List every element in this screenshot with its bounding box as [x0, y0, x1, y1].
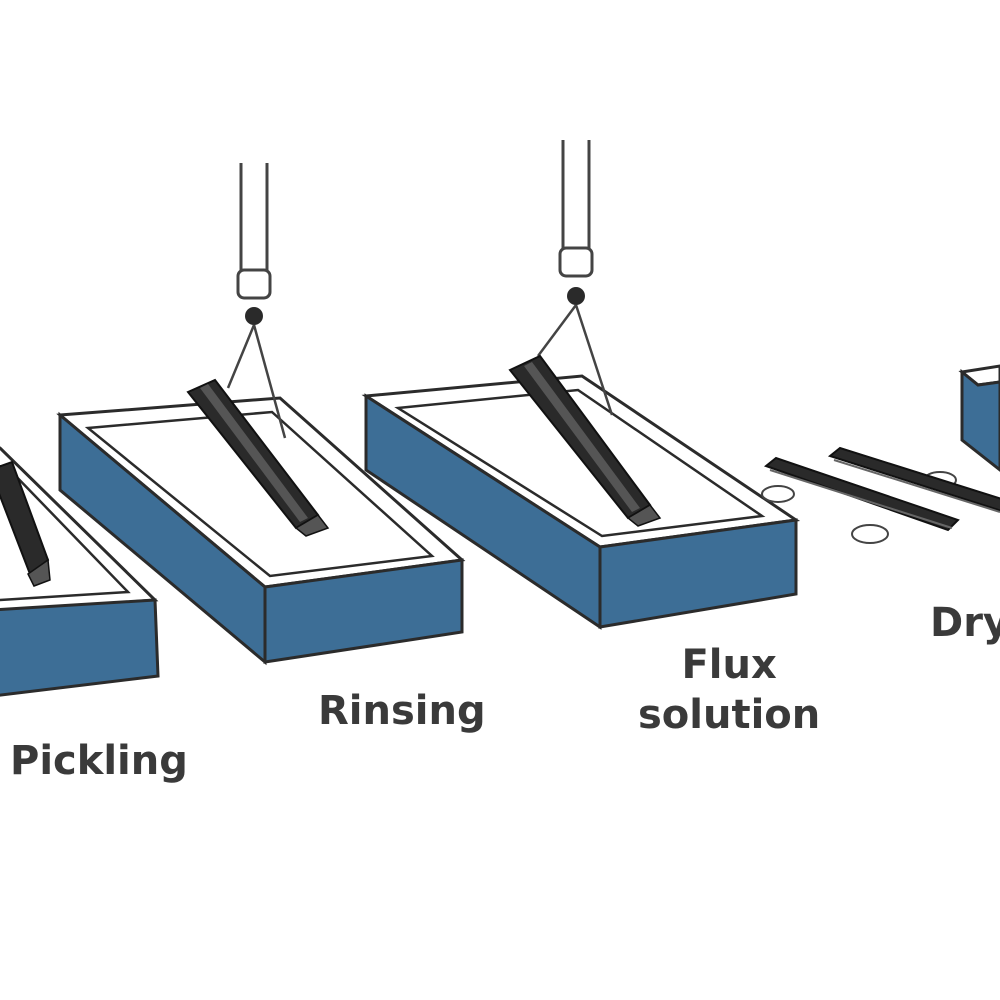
steel-beam-highlight — [524, 362, 640, 512]
tank-3-inner — [394, 388, 766, 538]
tank-2 — [56, 163, 466, 666]
steel-beam-icon — [827, 446, 1000, 512]
tank-2-front — [263, 558, 464, 664]
stage-label-pickling: Pickling — [10, 738, 188, 784]
steel-beam-flange — [294, 514, 330, 537]
steel-beam-flange — [626, 504, 662, 527]
stage-label-flux-line-1: Flux — [681, 642, 777, 688]
tank-drying — [958, 364, 1000, 472]
stage-label-flux-solution: Flux solution — [638, 640, 820, 740]
stage-label-flux-line-2: solution — [638, 692, 821, 738]
stage-label-rinsing: Rinsing — [318, 688, 486, 734]
steel-beam-flange — [27, 558, 51, 587]
tank-drying-side — [960, 368, 1000, 472]
tank-3-front — [598, 518, 798, 629]
drying-beams — [761, 446, 1000, 544]
hoist-hook-icon — [536, 140, 614, 416]
steel-beam-highlight — [200, 384, 308, 522]
hoist-hook-icon — [226, 163, 287, 439]
drying-support-ring — [761, 485, 795, 503]
stage-label-drying: Dry — [930, 600, 1000, 646]
tank-pickling — [0, 446, 160, 697]
drying-support-ring — [851, 524, 889, 544]
tank-3 — [361, 140, 801, 630]
tank-pickling-front — [0, 598, 160, 697]
steel-beam-icon — [763, 456, 960, 532]
